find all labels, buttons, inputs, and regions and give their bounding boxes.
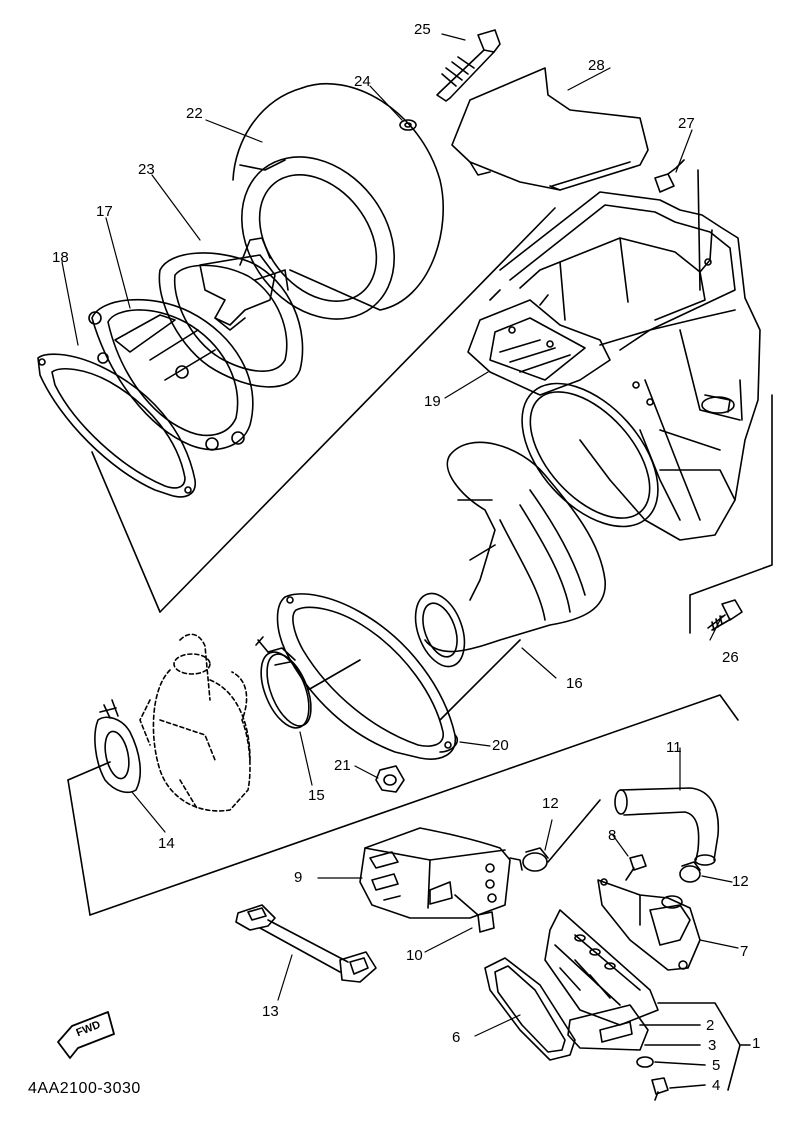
carburetor [140, 634, 250, 811]
joint-16 [406, 442, 605, 673]
label-part-7: 7 [740, 943, 749, 960]
leaders-1-5 [640, 1003, 750, 1090]
label-part-27: 27 [678, 115, 695, 132]
label-part-20: 20 [492, 737, 509, 754]
bolt-25 [437, 30, 500, 101]
label-part-21: 21 [334, 757, 351, 774]
foam-filter-22 [210, 84, 443, 350]
label-part-10: 10 [406, 947, 423, 964]
reed-block-7 [598, 879, 700, 970]
fwd-arrow-icon [58, 1012, 114, 1058]
label-part-4: 4 [712, 1077, 721, 1094]
label-leaders [62, 34, 738, 1036]
label-part-24: 24 [354, 73, 371, 90]
label-part-5: 5 [712, 1057, 721, 1074]
label-part-3: 3 [708, 1037, 717, 1054]
label-part-28: 28 [588, 57, 605, 74]
label-part-13: 13 [262, 1003, 279, 1020]
label-part-12-right: 12 [732, 873, 749, 890]
plate-10 [455, 895, 494, 932]
seat-19 [468, 290, 610, 395]
group-border-mid [68, 695, 738, 915]
bolt-26 [708, 600, 742, 630]
clamp-12b [680, 862, 700, 882]
gasket-6 [485, 958, 575, 1060]
label-part-26: 26 [722, 649, 739, 666]
label-part-8: 8 [608, 827, 617, 844]
clamp-15 [251, 637, 319, 735]
label-part-18: 18 [52, 249, 69, 266]
filter-holder-17 [89, 300, 253, 450]
label-part-12-left: 12 [542, 795, 559, 812]
group-border-left [92, 208, 555, 612]
hose-11 [548, 788, 718, 865]
box-9 [360, 828, 522, 918]
group-border-right [690, 170, 772, 633]
label-part-6: 6 [452, 1029, 461, 1046]
label-part-9: 9 [294, 869, 303, 886]
label-part-11: 11 [666, 739, 682, 756]
cover-28 [452, 68, 648, 190]
screw-8 [626, 855, 646, 880]
diagram-code: 4AA2100-3030 [28, 1080, 141, 1097]
plate-14 [95, 700, 140, 792]
label-part-14: 14 [158, 835, 175, 852]
nut-21 [376, 766, 404, 792]
leader-lines-mid [308, 640, 520, 720]
label-part-15: 15 [308, 787, 325, 804]
label-part-16: 16 [566, 675, 583, 692]
strap-13 [236, 905, 376, 982]
airbox-housing [500, 192, 760, 540]
label-part-1: 1 [752, 1035, 761, 1052]
screw-27 [655, 160, 684, 192]
reed-valve-assembly [545, 910, 668, 1100]
housing-ring [496, 358, 684, 551]
label-part-2: 2 [706, 1017, 715, 1034]
gasket-20 [278, 594, 458, 759]
label-part-25: 25 [414, 21, 431, 38]
label-part-19: 19 [424, 393, 441, 410]
label-part-17: 17 [96, 203, 113, 220]
label-part-23: 23 [138, 161, 155, 178]
gasket-18 [38, 354, 195, 497]
filter-guide-23 [159, 238, 302, 387]
label-part-22: 22 [186, 105, 203, 122]
clamp-12a [523, 848, 548, 871]
